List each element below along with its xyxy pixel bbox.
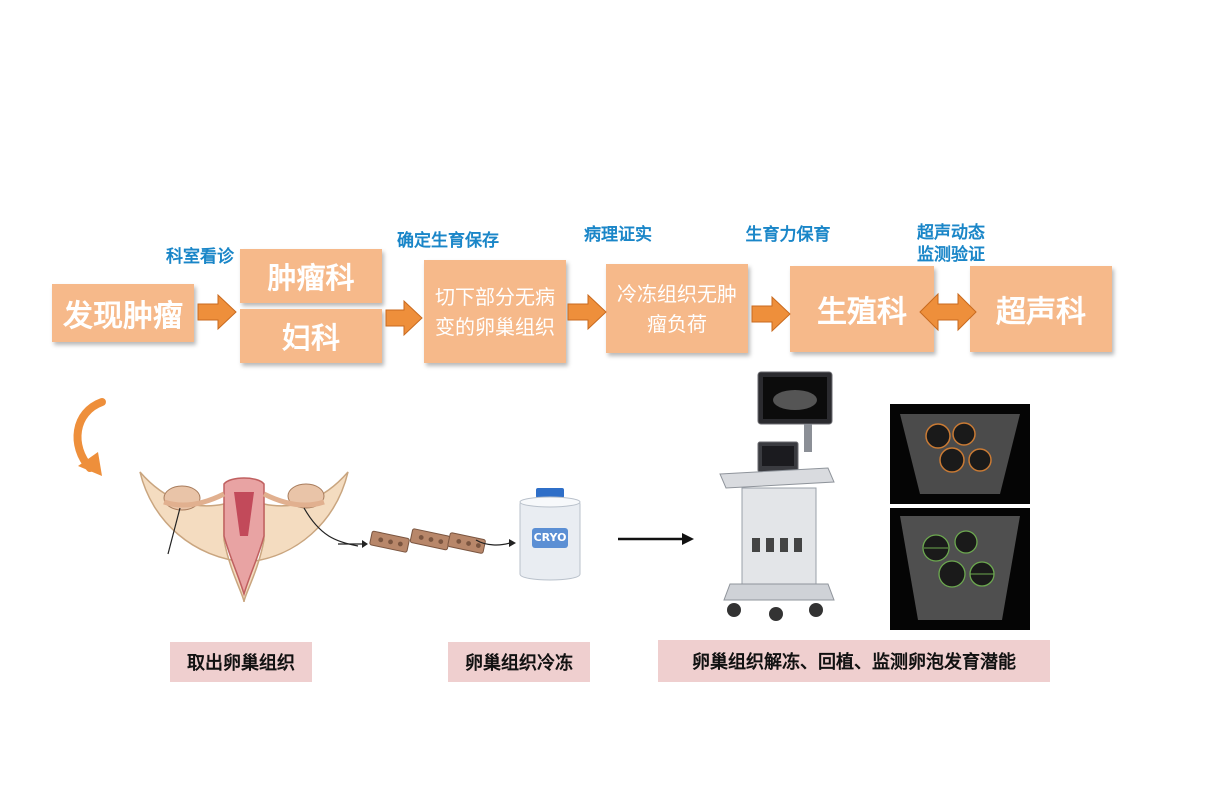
cryo-tank-label: CRYO xyxy=(532,530,568,546)
flow-arrow-2 xyxy=(384,298,424,338)
caption-thaw-replant: 卵巢组织解冻、回植、监测卵泡发育潜能 xyxy=(658,640,1050,682)
box-reproductive: 生殖科 xyxy=(790,266,934,352)
box-gynecology: 妇科 xyxy=(240,309,382,363)
caption-remove-tissue: 取出卵巢组织 xyxy=(170,642,312,682)
tissue-strips xyxy=(366,524,486,564)
pointer-arrow-to-strips xyxy=(338,536,368,552)
box-cut-tissue: 切下部分无病 变的卵巢组织 xyxy=(424,260,566,363)
label-consult: 科室看诊 xyxy=(160,246,240,268)
ultrasound-machine xyxy=(716,370,840,630)
ultrasound-scan-image-top xyxy=(890,404,1030,504)
flow-arrow-bidirectional xyxy=(918,290,978,334)
flow-arrow-1 xyxy=(196,292,238,332)
box-oncology: 肿瘤科 xyxy=(240,249,382,303)
flow-arrow-3 xyxy=(566,292,608,332)
label-fertility: 生育力保育 xyxy=(738,224,838,246)
scan-bottom-graphic xyxy=(890,508,1030,630)
box-ultrasound: 超声科 xyxy=(970,266,1112,352)
pointer-arrow-to-tank xyxy=(476,536,516,550)
label-pathology: 病理证实 xyxy=(578,224,658,246)
long-arrow xyxy=(618,532,694,546)
label-confirm: 确定生育保存 xyxy=(388,230,508,252)
curved-arrow xyxy=(64,396,114,484)
uterus-illustration xyxy=(136,462,352,608)
scan-top-graphic xyxy=(890,404,1030,504)
flow-arrow-4 xyxy=(750,294,792,334)
label-monitor: 超声动态 监测验证 xyxy=(908,222,994,266)
box-freeze-tissue: 冷冻组织无肿 瘤负荷 xyxy=(606,264,748,353)
caption-freeze-tissue: 卵巢组织冷冻 xyxy=(448,642,590,682)
ultrasound-scan-image-bottom xyxy=(890,508,1030,630)
box-discover-tumor: 发现肿瘤 xyxy=(52,284,194,342)
